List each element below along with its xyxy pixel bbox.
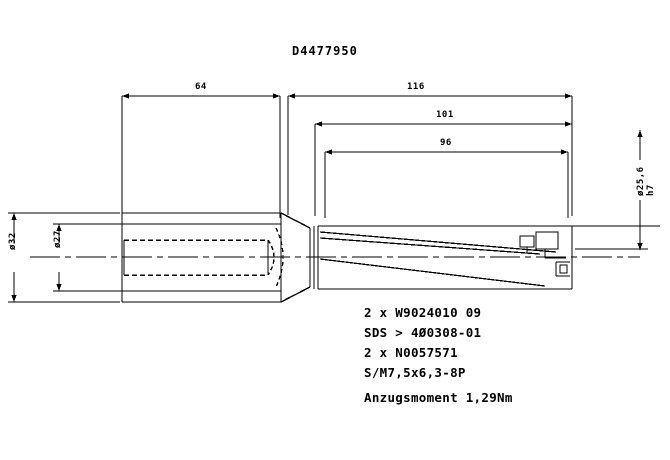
insert-pocket-inner: [519, 235, 535, 253]
dim-flute-length: [314, 121, 573, 216]
dim-label-body-diameter: ø25,6 h7: [636, 166, 656, 196]
dim-label-inner-diameter: ø27: [53, 230, 63, 248]
dim-label-flute-length: 101: [436, 110, 454, 120]
dim-label-shank-length: 64: [195, 82, 207, 92]
note-line-5: Anzugsmoment 1,29Nm: [364, 390, 513, 405]
dim-body-length: [287, 93, 573, 215]
dim-shank-diameter: [8, 212, 120, 303]
dim-label-usable-length: 96: [440, 138, 452, 148]
dim-inner-diameter: [53, 223, 125, 292]
note-line-4: S/M7,5x6,3-8P: [364, 365, 466, 380]
note-line-3: 2 x N0057571: [364, 345, 458, 360]
dim-label-shank-diameter: ø32: [8, 232, 18, 250]
note-line-2: SDS > 4Ø0308-01: [364, 325, 482, 340]
shank-outline: [121, 212, 281, 303]
drill-tip-detail: [555, 261, 570, 277]
insert-pocket-outer: [535, 231, 566, 259]
dim-body-diameter: [575, 130, 648, 250]
note-line-1: 2 x W9024010 09: [364, 305, 482, 320]
flute-helix-lower: [319, 258, 546, 287]
dim-label-body-length: 116: [407, 82, 425, 92]
flute-helix-upper: [319, 231, 557, 255]
coolant-bore-hidden: [124, 239, 268, 276]
drawing-title: D4477950: [292, 44, 358, 58]
dim-usable-length: [324, 149, 569, 218]
dim-shank-length: [121, 93, 281, 218]
